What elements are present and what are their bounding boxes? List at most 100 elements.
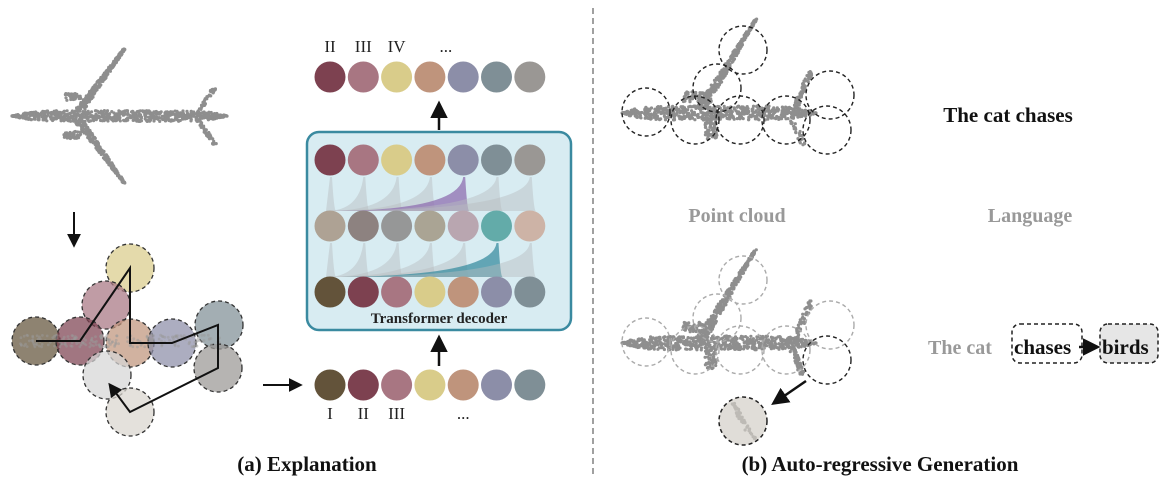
token [381, 61, 413, 93]
point [663, 118, 668, 122]
point [636, 110, 640, 114]
point [644, 112, 648, 116]
point [748, 337, 752, 341]
point [774, 117, 778, 121]
point [809, 299, 813, 303]
point [651, 344, 655, 348]
point [177, 344, 180, 348]
point [675, 341, 679, 345]
point [687, 321, 691, 325]
point [654, 341, 658, 345]
token [314, 276, 346, 308]
point [121, 113, 125, 117]
point [745, 336, 750, 340]
point [76, 112, 80, 116]
token-label: ... [440, 37, 453, 56]
point [87, 134, 91, 138]
point [646, 345, 650, 350]
point [800, 340, 804, 344]
point [192, 114, 196, 118]
point [166, 335, 170, 339]
point [186, 113, 190, 117]
patch-circle [802, 105, 852, 155]
point [222, 113, 226, 117]
point [743, 112, 747, 116]
point [631, 344, 635, 348]
point [707, 360, 711, 365]
point [211, 117, 215, 121]
point [792, 107, 796, 111]
point [27, 339, 31, 343]
point [72, 130, 76, 134]
point [96, 143, 100, 147]
token-label: IV [388, 37, 407, 56]
point [201, 100, 205, 104]
point [777, 115, 781, 119]
point [113, 345, 116, 348]
attention-fan [326, 177, 503, 211]
point [121, 110, 125, 114]
point [90, 87, 94, 91]
point [693, 118, 697, 122]
point [85, 98, 89, 102]
point [683, 342, 687, 346]
point [40, 345, 43, 349]
point [155, 116, 159, 120]
point [152, 334, 155, 337]
point [745, 346, 750, 350]
point [656, 339, 660, 343]
token [447, 61, 479, 93]
point [33, 114, 38, 119]
point [814, 111, 818, 115]
point [703, 111, 707, 115]
point [708, 88, 712, 93]
point [742, 268, 747, 272]
point [145, 109, 149, 113]
point [121, 179, 125, 183]
patch-circle [670, 325, 720, 375]
token [381, 144, 413, 176]
point [91, 95, 95, 99]
point [642, 338, 646, 342]
point [688, 98, 692, 102]
patch-circle [718, 255, 768, 305]
point [765, 344, 769, 348]
point [723, 344, 727, 348]
point [751, 104, 756, 108]
point [101, 74, 105, 78]
point [116, 174, 120, 178]
point [628, 338, 632, 343]
point [662, 342, 667, 346]
point [109, 343, 112, 346]
point [713, 108, 718, 112]
point [40, 111, 44, 115]
point [743, 108, 747, 112]
point [714, 319, 718, 323]
point [681, 108, 685, 112]
point [76, 130, 80, 134]
point [98, 84, 102, 88]
point [151, 339, 155, 343]
attention-fan [326, 177, 403, 211]
point [74, 335, 77, 338]
point [72, 97, 77, 101]
point [743, 340, 748, 344]
point [742, 344, 746, 348]
point [70, 334, 74, 337]
point [88, 341, 92, 345]
point [805, 79, 809, 83]
point [106, 67, 110, 71]
point [751, 253, 755, 257]
point [190, 345, 194, 349]
decoder-label: Transformer decoder [371, 311, 508, 327]
point [114, 338, 118, 342]
point [732, 52, 736, 57]
point [717, 105, 721, 109]
point [690, 97, 695, 101]
point [778, 335, 782, 339]
point [712, 86, 717, 90]
point [656, 110, 660, 114]
point [790, 347, 794, 351]
point [793, 352, 797, 356]
token [514, 144, 546, 176]
